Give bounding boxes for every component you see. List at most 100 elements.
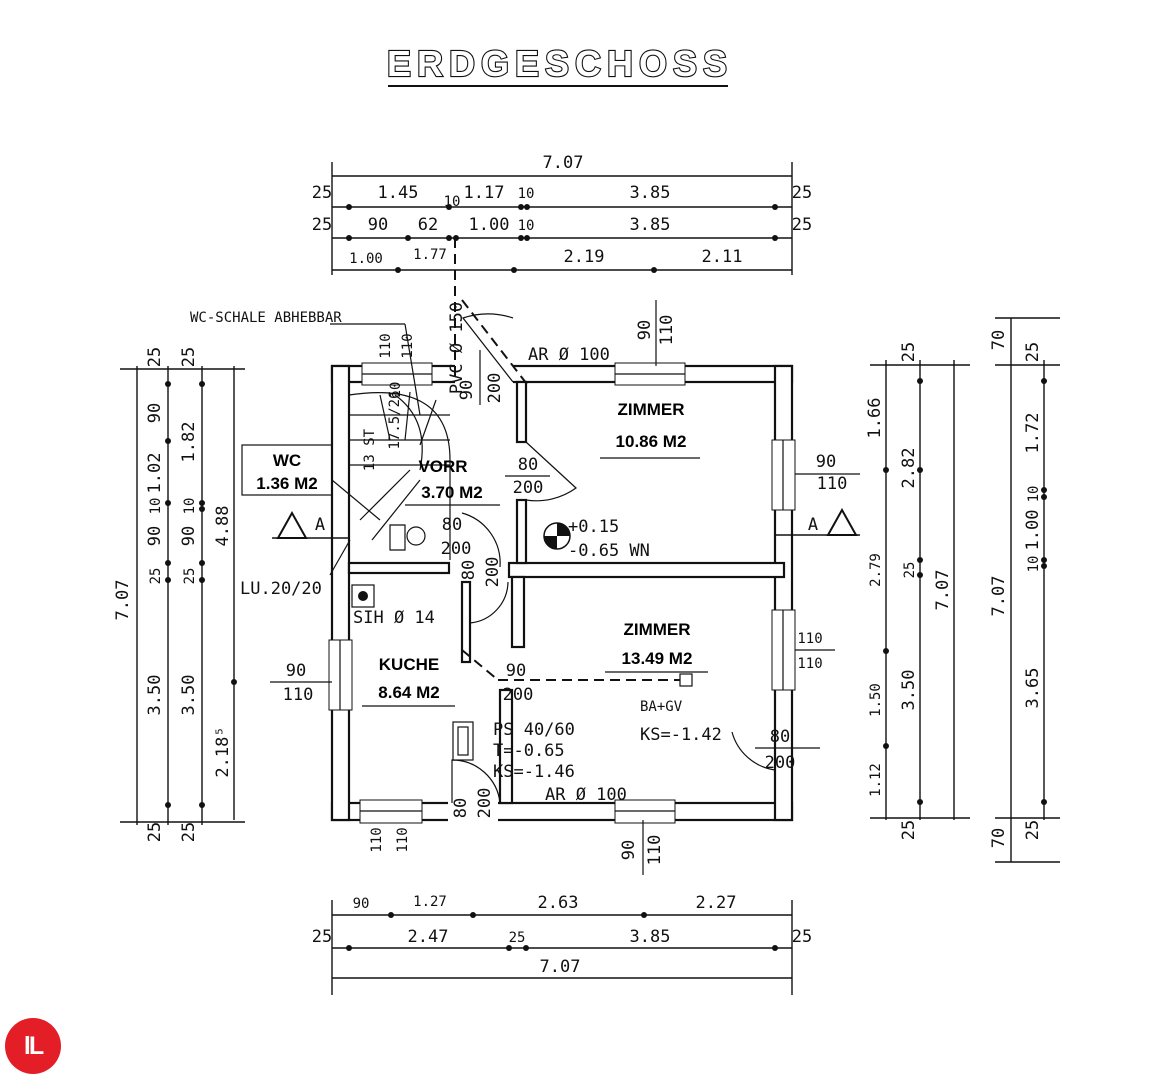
open-wrt-a: 90 xyxy=(816,452,836,472)
dim-top-r3-1: 1.77 xyxy=(413,247,447,263)
dim-right-b4: 7.07 xyxy=(933,570,953,611)
dim-top-r3-3: 2.11 xyxy=(702,247,743,267)
dim-right-c2: 1.72 xyxy=(1023,413,1043,454)
open-wlk-b: 110 xyxy=(283,685,314,705)
open-dt-a: 90 xyxy=(457,380,477,400)
dim-left-i1: 1.82 xyxy=(179,422,199,463)
dim-right-c1: 25 xyxy=(1023,342,1043,362)
dim-top-r2-7: 25 xyxy=(792,215,812,235)
dim-top-r2-0: 25 xyxy=(312,215,332,235)
dim-right-c3: 10 xyxy=(1026,486,1042,503)
dim-right-c5: 10 xyxy=(1026,556,1042,573)
logo-text: lL xyxy=(23,1031,44,1060)
right-dimensions: 1.66 2.79 1.50 1.12 25 25 2.82 25 3.50 7… xyxy=(865,317,1060,863)
dim-right-b1: 2.82 xyxy=(899,448,919,489)
room-vorr-area: 3.70 M2 xyxy=(421,483,482,502)
dim-top-r1-1: 1.45 xyxy=(378,183,419,203)
height-label-2: -0.65 WN xyxy=(568,541,650,561)
dim-left-t0: 4.88 xyxy=(213,506,233,547)
ks2-label: KS=-1.42 xyxy=(640,725,722,745)
open-wtr-b: 110 xyxy=(657,315,677,346)
open-wbr-a: 90 xyxy=(619,840,639,860)
pipe-lines xyxy=(454,238,693,687)
dim-left-i0: 25 xyxy=(179,347,199,367)
dim-top-r1-2: 1.17 xyxy=(464,183,505,203)
open-dv-a: 80 xyxy=(442,515,462,535)
open-dk-a: 80 xyxy=(459,560,479,580)
room-kuche-area: 8.64 M2 xyxy=(378,683,439,702)
open-wbl-a: 110 xyxy=(369,827,385,852)
dim-left-o4: 90 xyxy=(145,526,165,546)
stair-label-2: 17.5/26 xyxy=(387,390,403,449)
open-dz2-a: 80 xyxy=(770,727,790,747)
dim-right-c0: 70 xyxy=(989,330,1009,350)
room-zimmer1-area: 10.86 M2 xyxy=(616,432,687,451)
ar-top: AR Ø 100 xyxy=(528,345,610,365)
dim-left-o7: 25 xyxy=(145,822,165,842)
room-zimmer2-name: ZIMMER xyxy=(623,620,690,639)
ps-label: PS 40/60 xyxy=(493,720,575,740)
dim-bot-overall: 7.07 xyxy=(540,957,581,977)
dim-left-i4: 25 xyxy=(182,568,198,585)
dim-right-b2: 25 xyxy=(902,562,918,579)
room-zimmer1-name: ZIMMER xyxy=(617,400,684,419)
dim-bot-r2-0: 25 xyxy=(312,927,332,947)
dim-left-o1: 90 xyxy=(145,403,165,423)
section-triangle-right xyxy=(826,507,858,536)
dim-bot-r1-3: 2.27 xyxy=(696,893,737,913)
dim-top-r1-0: 25 xyxy=(312,183,332,203)
open-db-a: 80 xyxy=(451,798,471,818)
dim-right-b0: 25 xyxy=(899,342,919,362)
open-dz1-b: 200 xyxy=(513,478,544,498)
sih-label: SIH Ø 14 xyxy=(353,608,435,628)
dim-right-a4: 25 xyxy=(899,820,919,840)
pipe-label: PVC Ø 150 xyxy=(447,302,467,394)
dim-left-i6: 25 xyxy=(179,822,199,842)
open-wtl-b: 110 xyxy=(400,333,416,358)
open-db-b: 200 xyxy=(475,788,495,819)
room-vorr-name: VORR xyxy=(418,457,467,476)
dim-bot-r1-0: 90 xyxy=(353,896,370,912)
opening-labels: 110 110 90 200 90 110 80 200 80 200 80 2… xyxy=(270,300,860,875)
lu-label: LU.20/20 xyxy=(240,579,322,599)
dim-top-r2-5: 10 xyxy=(518,218,535,234)
open-dv-b: 200 xyxy=(441,539,472,559)
dim-right-a1: 2.79 xyxy=(868,553,884,587)
stair-label-3: 10 xyxy=(388,382,404,399)
dim-top-r1-4: 3.85 xyxy=(630,183,671,203)
dim-bot-r2-3: 3.85 xyxy=(630,927,671,947)
open-dk-b: 200 xyxy=(483,557,503,588)
dim-top-r2-6: 3.85 xyxy=(630,215,671,235)
dim-left-i3: 90 xyxy=(179,526,199,546)
wc-note: WC-SCHALE ABHEBBAR xyxy=(190,310,342,326)
dim-top-r2-4: 1.00 xyxy=(469,215,510,235)
ks1-label: KS=-1.46 xyxy=(493,762,575,782)
dim-left-overall: 7.07 xyxy=(113,580,133,621)
section-label-left: A xyxy=(315,515,325,535)
dim-top-r1-5: 25 xyxy=(792,183,812,203)
dim-right-c9: 70 xyxy=(989,828,1009,848)
open-dz2-b: 200 xyxy=(765,753,796,773)
dim-left-o5: 25 xyxy=(148,568,164,585)
open-wtl-a: 110 xyxy=(378,333,394,358)
open-wrm-a: 110 xyxy=(797,631,822,647)
open-wlk-a: 90 xyxy=(286,661,306,681)
building-walls xyxy=(328,362,796,824)
dim-top-r1-3: 10 xyxy=(518,186,535,202)
dim-right-a3: 1.12 xyxy=(868,763,884,797)
dim-top-r2-2: 62 xyxy=(418,215,438,235)
fixtures xyxy=(351,522,571,761)
stair-label-1: 13 ST xyxy=(362,428,378,471)
dim-left-o6: 3.50 xyxy=(145,675,165,716)
section-triangle-left xyxy=(276,510,308,539)
dim-right-a2: 1.50 xyxy=(868,683,884,717)
dim-top-overall: 7.07 xyxy=(543,153,584,173)
room-zimmer2-area: 13.49 M2 xyxy=(622,649,693,668)
dim-bot-r2-4: 25 xyxy=(792,927,812,947)
open-dz1-a: 80 xyxy=(518,455,538,475)
door-swings xyxy=(451,313,776,804)
plan-title: ERDGESCHOSS xyxy=(387,43,733,84)
open-dt-b: 200 xyxy=(485,373,505,404)
staircase: 13 ST 17.5/26 10 xyxy=(348,382,451,560)
